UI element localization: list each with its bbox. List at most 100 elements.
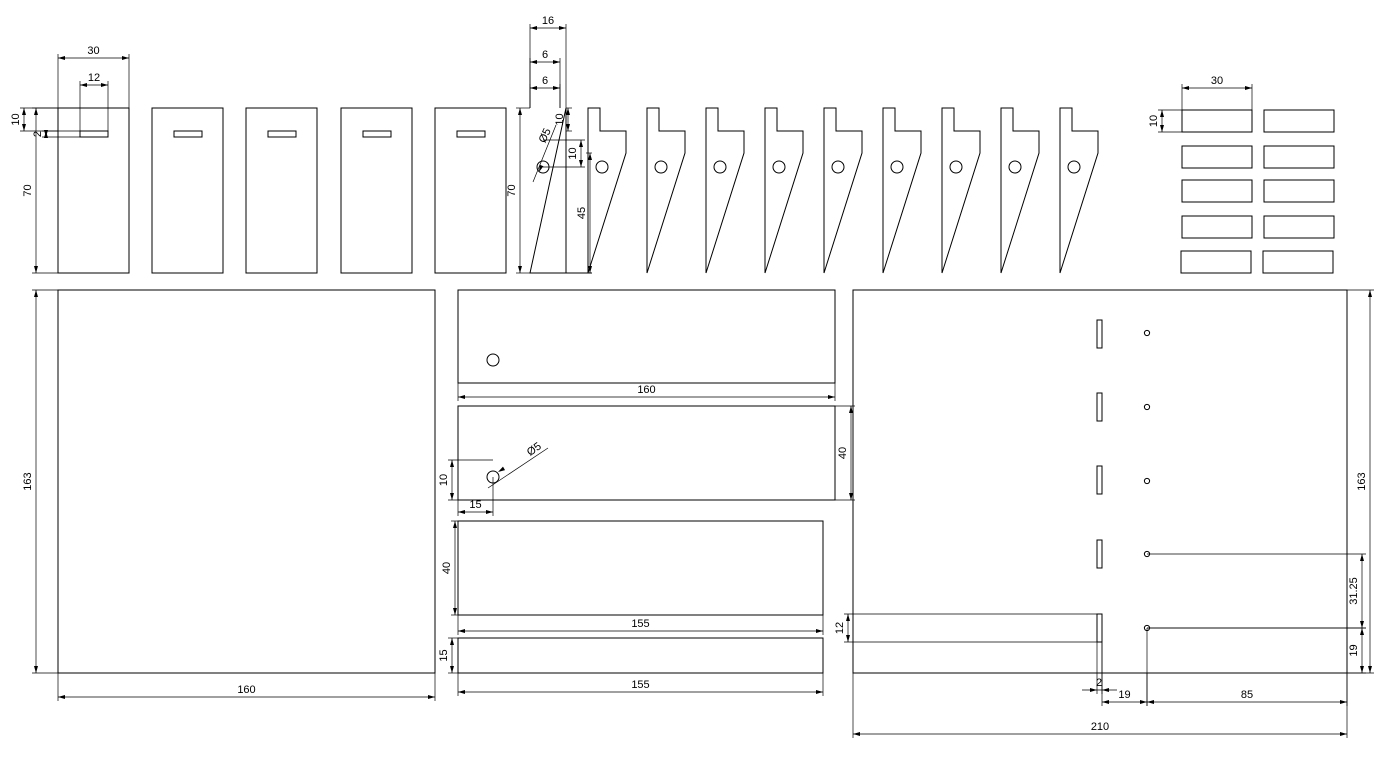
- dim-bracket-notch-arrow-top: [566, 108, 570, 115]
- tab-slot-5: [456, 130, 486, 138]
- tab-part-4: [340, 107, 413, 274]
- dim-spacer-width-label: 30: [1211, 75, 1223, 87]
- dim-tab-width-arrow-left: [58, 56, 65, 60]
- dim-side-hole-to-edge-arrow-right: [1340, 700, 1347, 704]
- spacer-part-5-1: [1180, 250, 1252, 274]
- dim-bracket-width-arrow-left: [530, 26, 537, 30]
- top-strip-hole: [486, 353, 500, 367]
- dim-side-hole-to-edge-arrow-left: [1147, 700, 1154, 704]
- dim-bracket-notch-label: 10: [554, 113, 566, 125]
- side-panel: [852, 289, 1348, 674]
- back-panel: [57, 289, 436, 674]
- dim-back-height-arrow-bottom: [34, 666, 38, 673]
- dim-bracket-slope-label: 45: [576, 207, 588, 219]
- dim-side-width-arrow-left: [853, 732, 860, 736]
- dim-bracket-hole-label: Ø5: [537, 127, 554, 145]
- dim-tab-height-arrow-top: [34, 108, 38, 115]
- dim-side-slot-to-hole-arrow-right: [1140, 700, 1147, 704]
- bracket-hole-9: [1008, 160, 1022, 174]
- dim-spacer-width-arrow-right: [1245, 86, 1252, 90]
- dim-spacer-height-arrow-bottom: [1160, 125, 1164, 132]
- side-slot-2: [1096, 392, 1103, 422]
- bracket-part-4: [705, 107, 745, 274]
- tab-part-5: [434, 107, 507, 274]
- dim-bracket-width-arrow-right: [559, 26, 566, 30]
- bracket-part-6: [823, 107, 863, 274]
- dim-mid-hole-y-label: 10: [438, 474, 450, 486]
- dim-bracket-hole-y-arrow-top: [579, 140, 583, 147]
- dim-back-width-arrow-left: [58, 695, 65, 699]
- dim-top-strip-width-arrow-left: [458, 395, 465, 399]
- dim-slot-length-label: 12: [88, 72, 100, 84]
- bracket-part-7: [882, 107, 922, 274]
- bracket-hole-10: [1067, 160, 1081, 174]
- dim-bracket-step-a-arrow-right: [553, 60, 560, 64]
- tab-slot-1: [79, 130, 109, 138]
- dim-low-strip-height-arrow-bottom: [453, 608, 457, 615]
- dim-bracket-width-label: 16: [542, 15, 554, 27]
- dim-bracket-notch-arrow-bottom: [566, 124, 570, 131]
- spacer-part-4-1: [1181, 215, 1253, 239]
- dim-side-height-arrow-bottom: [1368, 666, 1372, 673]
- dim-mid-hole-x-arrow-left: [458, 510, 465, 514]
- bracket-hole-7: [890, 160, 904, 174]
- dim-side-height-arrow-top: [1368, 290, 1372, 297]
- side-slot-4: [1096, 539, 1103, 569]
- bracket-part-5: [764, 107, 804, 274]
- dim-low-strip-height-arrow-top: [453, 521, 457, 528]
- bracket-hole-4: [713, 160, 727, 174]
- side-hole-2: [1143, 403, 1151, 411]
- side-hole-1: [1143, 329, 1151, 337]
- bracket-part-3: [646, 107, 686, 274]
- dim-bracket-height-arrow-bottom: [518, 266, 522, 273]
- dim-slot-height-arrow-bottom: [44, 130, 48, 137]
- spacer-part-4-2: [1263, 215, 1335, 239]
- dim-mid-strip-height-arrow-bottom: [849, 493, 853, 500]
- spacer-part-2-2: [1263, 145, 1335, 169]
- dim-back-height-arrow-top: [34, 290, 38, 297]
- dim-slot-offset-arrow-bottom: [22, 124, 26, 131]
- dim-side-spacing-arrow-top: [1360, 554, 1364, 561]
- dim-back-width-label: 160: [237, 684, 255, 696]
- dim-bracket-hole-y-arrow-bottom: [579, 160, 583, 167]
- dim-bracket-height-label: 70: [506, 184, 518, 196]
- dim-side-slot-to-hole-arrow-left: [1102, 700, 1109, 704]
- dim-side-spacing-arrow-bottom: [1360, 621, 1364, 628]
- dim-bottom-strip-height-arrow-top: [450, 638, 454, 645]
- top-strip: [457, 289, 836, 384]
- dim-side-slot-height-arrow-bottom: [846, 635, 850, 642]
- spacer-part-2-1: [1181, 145, 1253, 169]
- dim-mid-hole-x-arrow-right: [486, 510, 493, 514]
- bracket-part-2: [587, 107, 627, 274]
- dim-top-strip-width-label: 160: [637, 384, 655, 396]
- dim-bracket-hole-leader: [532, 124, 557, 183]
- dim-low-strip-width-arrow-right: [816, 629, 823, 633]
- dim-side-slot-height-label: 12: [834, 622, 846, 634]
- dim-bracket-step-b-arrow-left: [530, 86, 537, 90]
- dim-bracket-hole-y-label: 10: [567, 147, 579, 159]
- dim-side-spacing-label: 31.25: [1348, 577, 1360, 605]
- parts-layer: [57, 107, 1348, 674]
- dim-tab-height-label: 70: [22, 184, 34, 196]
- dim-bottom-strip-width-arrow-right: [816, 690, 823, 694]
- dim-back-width-arrow-right: [428, 695, 435, 699]
- dim-tab-width-arrow-right: [122, 56, 129, 60]
- dim-side-slot-to-hole-label: 19: [1118, 689, 1130, 701]
- dim-back-height-label: 163: [22, 472, 34, 490]
- dim-bracket-height-arrow-top: [518, 108, 522, 115]
- tab-part-3: [245, 107, 318, 274]
- bracket-part-9: [1000, 107, 1040, 274]
- tab-slot-4: [362, 130, 392, 138]
- spacer-part-5-2: [1262, 250, 1334, 274]
- dim-low-strip-width-label: 155: [631, 618, 649, 630]
- tab-slot-2: [173, 130, 203, 138]
- spacer-part-1-2: [1263, 109, 1335, 133]
- dim-slot-offset-label: 10: [10, 113, 22, 125]
- bracket-hole-2: [595, 160, 609, 174]
- bracket-hole-3: [654, 160, 668, 174]
- dim-bracket-step-b-label: 6: [542, 75, 548, 87]
- dim-side-slot-width-arrow-left: [1090, 688, 1097, 692]
- dim-bracket-slope-arrow-top: [588, 153, 592, 160]
- dim-side-slot-width-arrow-right: [1102, 688, 1109, 692]
- dim-mid-hole-x-label: 15: [469, 499, 481, 511]
